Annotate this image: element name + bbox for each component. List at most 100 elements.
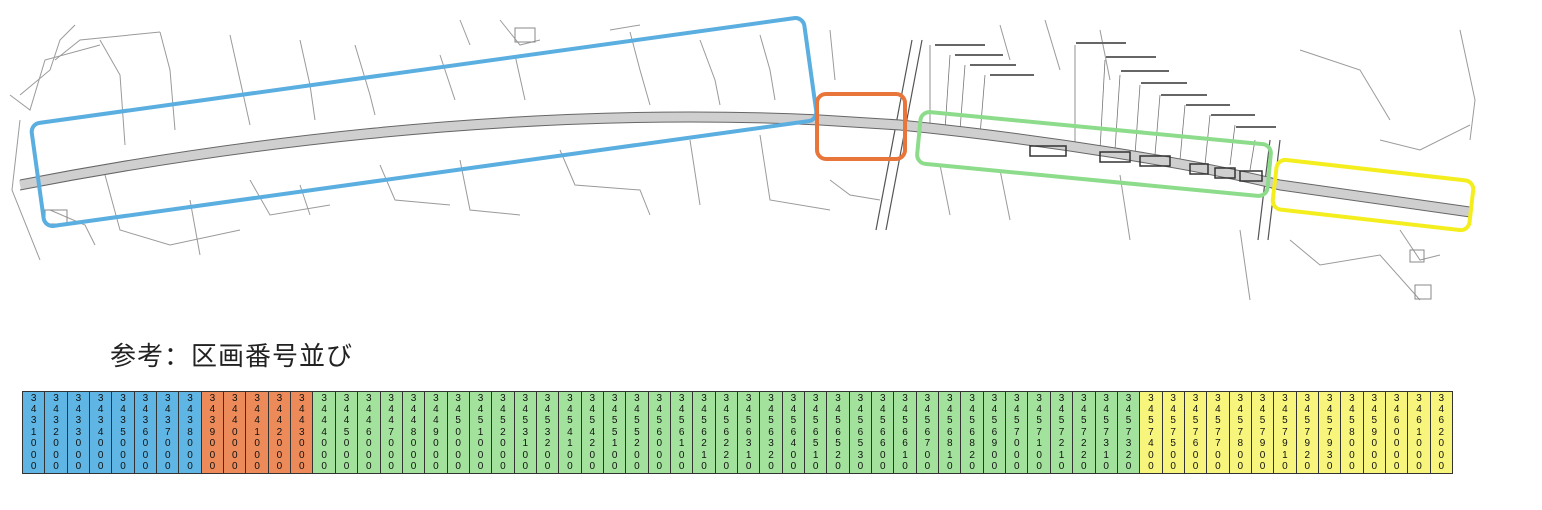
digit: 0: [97, 438, 104, 450]
digit: 5: [1170, 438, 1176, 450]
digit: 3: [1103, 438, 1109, 450]
digit: 5: [343, 426, 350, 438]
digit: 3: [1058, 392, 1065, 404]
digit: 3: [522, 392, 529, 404]
digit: 0: [522, 461, 529, 473]
digit: 7: [1282, 426, 1288, 438]
digit: 4: [343, 415, 350, 427]
digit: 3: [1416, 392, 1422, 404]
digit: 1: [1058, 449, 1065, 461]
digit: 2: [589, 438, 596, 450]
digit: 2: [53, 426, 59, 438]
digit: 0: [410, 449, 417, 461]
digit: 4: [433, 403, 439, 415]
digit: 0: [30, 461, 37, 473]
digit: 0: [433, 449, 439, 461]
digit: 9: [1259, 438, 1266, 450]
digit: 7: [1237, 426, 1244, 438]
digit: 1: [1036, 438, 1042, 450]
digit: 3: [142, 392, 149, 404]
digit: 0: [812, 461, 819, 473]
digit: 5: [879, 415, 886, 427]
digit: 0: [879, 461, 886, 473]
digit: 2: [768, 449, 774, 461]
digit: 0: [589, 461, 596, 473]
digit: 3: [1103, 392, 1109, 404]
digit: 5: [656, 415, 663, 427]
digit: 4: [1326, 403, 1333, 415]
digit: 7: [1192, 426, 1199, 438]
digit: 2: [1058, 438, 1065, 450]
digit: 4: [589, 403, 596, 415]
small-buildings: [44, 27, 1432, 300]
digit: 3: [53, 392, 59, 404]
digit: 3: [745, 438, 752, 450]
digit: 5: [924, 415, 931, 427]
digit: 3: [611, 392, 618, 404]
digit: 0: [1371, 461, 1378, 473]
digit: 0: [120, 438, 126, 450]
structure-blocks: [1029, 145, 1263, 182]
digit: 4: [1125, 403, 1132, 415]
digit: 0: [701, 461, 707, 473]
digit: 4: [455, 403, 461, 415]
digit: 0: [1237, 449, 1244, 461]
digit: 0: [410, 461, 417, 473]
digit: 0: [924, 461, 931, 473]
digit: 5: [1215, 415, 1221, 427]
digit: 0: [656, 461, 663, 473]
digit: 3: [30, 392, 37, 404]
digit: 7: [1148, 426, 1154, 438]
digit: 3: [634, 392, 640, 404]
digit: 6: [678, 426, 685, 438]
parcel-lines: [9, 19, 1476, 301]
digit: 0: [299, 449, 305, 461]
digit: 0: [231, 426, 238, 438]
digit: 2: [1081, 438, 1087, 450]
digit: 6: [723, 426, 730, 438]
digit: 3: [187, 392, 193, 404]
digit: 6: [1192, 438, 1199, 450]
digit: 0: [276, 449, 283, 461]
digit: 4: [1304, 403, 1311, 415]
digit: 4: [53, 403, 59, 415]
digit: 4: [1259, 403, 1266, 415]
digit: 3: [1326, 392, 1333, 404]
digit: 0: [1170, 461, 1176, 473]
digit: 5: [611, 415, 618, 427]
digit: 0: [1304, 461, 1311, 473]
digit: 5: [589, 415, 596, 427]
digit: 7: [1125, 426, 1132, 438]
digit: 7: [1304, 426, 1311, 438]
digit: 0: [611, 461, 618, 473]
digit: 0: [366, 461, 372, 473]
digit: 2: [969, 449, 975, 461]
digit: 3: [321, 392, 327, 404]
digit: 4: [701, 403, 707, 415]
digit: 6: [1438, 415, 1445, 427]
digit: 3: [1282, 392, 1288, 404]
digit: 3: [388, 392, 394, 404]
digit: 6: [857, 426, 864, 438]
digit: 5: [544, 415, 551, 427]
digit: 0: [477, 449, 484, 461]
digit: 0: [723, 461, 730, 473]
digit: 4: [745, 403, 752, 415]
digit: 6: [790, 426, 797, 438]
digit: 0: [321, 461, 327, 473]
digit: 6: [902, 426, 908, 438]
digit: 4: [1081, 403, 1087, 415]
digit: 4: [299, 403, 305, 415]
digit: 5: [1081, 415, 1087, 427]
